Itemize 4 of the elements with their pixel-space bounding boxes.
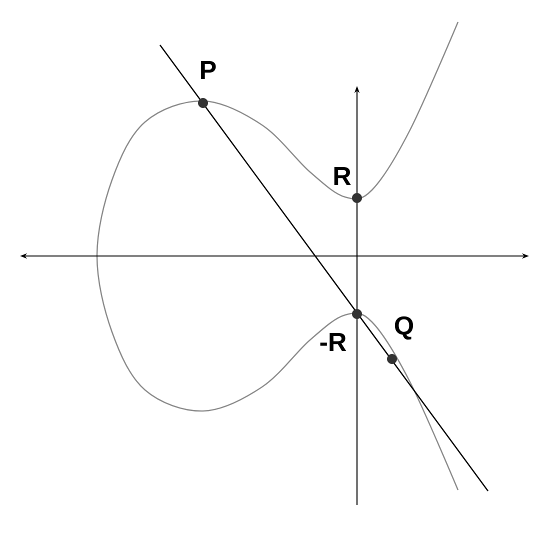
- point-label: P: [201, 61, 216, 79]
- point-label: R: [334, 167, 351, 185]
- point-label: -R: [320, 333, 346, 351]
- point-label: Q: [394, 316, 414, 340]
